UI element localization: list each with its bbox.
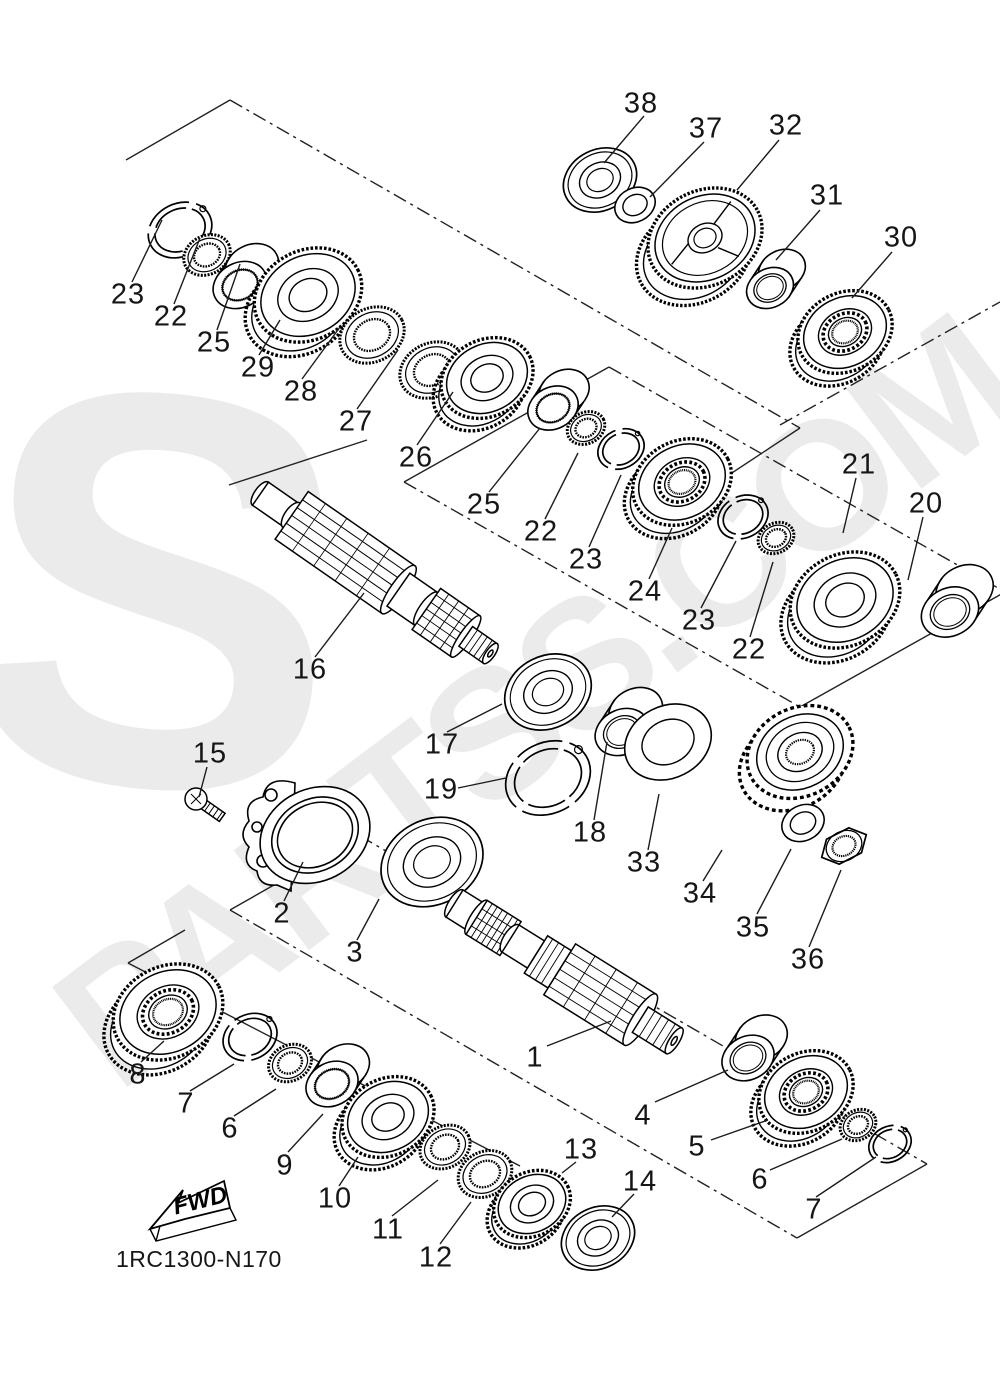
callout-15: 15 (192, 737, 228, 770)
callout-23b: 23 (568, 543, 604, 576)
part-1-drive-axle (443, 888, 684, 1055)
callout-2: 2 (273, 897, 291, 930)
callout-26: 26 (398, 441, 434, 474)
callout-5: 5 (688, 1130, 706, 1163)
part-16-main-axle (250, 480, 499, 665)
callout-3: 3 (346, 936, 364, 969)
callout-20: 20 (908, 487, 944, 520)
part-19-snap-ring (493, 727, 603, 830)
callout-28: 28 (283, 375, 319, 408)
callout-38: 38 (623, 87, 659, 120)
callout-23c: 23 (681, 604, 717, 637)
diagram-part-code: 1RC1300-N170 (116, 1246, 282, 1272)
callout-35: 35 (735, 911, 771, 944)
part-35-lock-washer (773, 795, 833, 851)
callout-27: 27 (338, 405, 374, 438)
callout-34: 34 (682, 877, 718, 910)
callout-24: 24 (627, 575, 663, 608)
part-8-dog-gear (83, 946, 243, 1094)
callout-31: 31 (809, 179, 845, 212)
callout-22c: 22 (731, 633, 767, 666)
callout-32: 32 (768, 109, 804, 142)
callout-7b: 7 (805, 1193, 823, 1226)
callout-18: 18 (572, 816, 608, 849)
callout-14: 14 (622, 1165, 658, 1198)
callout-23: 23 (110, 278, 146, 311)
callout-4: 4 (634, 1099, 652, 1132)
fwd-arrow-label: FWD (170, 1181, 230, 1220)
part-21-gear (760, 534, 920, 682)
callout-17: 17 (424, 728, 460, 761)
callout-9: 9 (276, 1149, 294, 1182)
part-20-bushing (907, 555, 1000, 647)
part-26-gear (416, 322, 551, 446)
part-30-dog-gear (772, 275, 910, 402)
callout-19: 19 (423, 773, 459, 806)
fwd-arrow: FWD (147, 1179, 238, 1242)
group-outline-lines (125, 99, 1000, 1239)
callout-25: 25 (196, 326, 232, 359)
callout-6: 6 (221, 1112, 239, 1145)
part-17-ball-bearing (492, 639, 605, 744)
callout-6b: 6 (751, 1163, 769, 1196)
part-15-bolt (184, 787, 227, 823)
part-36-nut (815, 822, 873, 871)
callout-22: 22 (153, 300, 189, 333)
callout-36: 36 (790, 943, 826, 976)
callout-25b: 25 (466, 488, 502, 521)
callout-21: 21 (841, 448, 877, 481)
callout-13: 13 (563, 1133, 599, 1166)
callout-8: 8 (129, 1058, 147, 1091)
callout-7: 7 (177, 1087, 195, 1120)
callout-22b: 22 (523, 515, 559, 548)
callout-10: 10 (317, 1182, 353, 1215)
part-2-bearing-retainer (242, 780, 371, 893)
callout-16: 16 (292, 653, 328, 686)
part-24-dog-gear (606, 422, 750, 555)
leader-lines (131, 115, 924, 1245)
callout-30: 30 (883, 221, 919, 254)
callout-37: 37 (688, 112, 724, 145)
callout-11: 11 (371, 1213, 405, 1246)
callout-29: 29 (240, 351, 276, 384)
callout-12: 12 (418, 1241, 454, 1274)
callout-33: 33 (626, 846, 662, 879)
callout-1: 1 (526, 1041, 544, 1074)
